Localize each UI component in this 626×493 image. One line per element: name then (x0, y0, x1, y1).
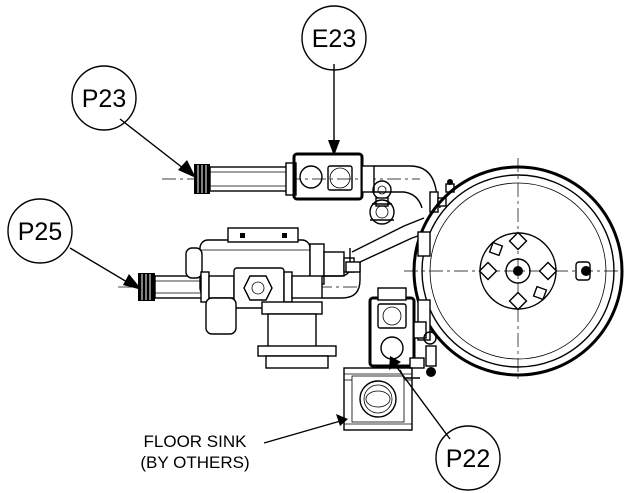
callout-p23: P23 (71, 65, 137, 131)
lower-pipe-assembly (118, 217, 431, 369)
callout-e23: E23 (301, 5, 367, 71)
callout-e23-label: E23 (312, 25, 356, 53)
callout-p25-label: P25 (18, 218, 62, 246)
upper-pipe-assembly (162, 152, 455, 225)
floor-sink-note-line2: (BY OTHERS) (140, 453, 249, 472)
floor-sink (343, 367, 413, 431)
floor-sink-note-line1: FLOOR SINK (144, 432, 248, 451)
floor-sink-note: FLOOR SINK (BY OTHERS) (140, 432, 249, 472)
leader-lines (69, 64, 451, 444)
callout-p22-label: P22 (446, 445, 490, 473)
callout-p25: P25 (7, 198, 73, 264)
callout-p23-label: P23 (82, 85, 126, 113)
tank-gear-teeth (478, 231, 558, 311)
callout-p22: P22 (435, 425, 501, 491)
